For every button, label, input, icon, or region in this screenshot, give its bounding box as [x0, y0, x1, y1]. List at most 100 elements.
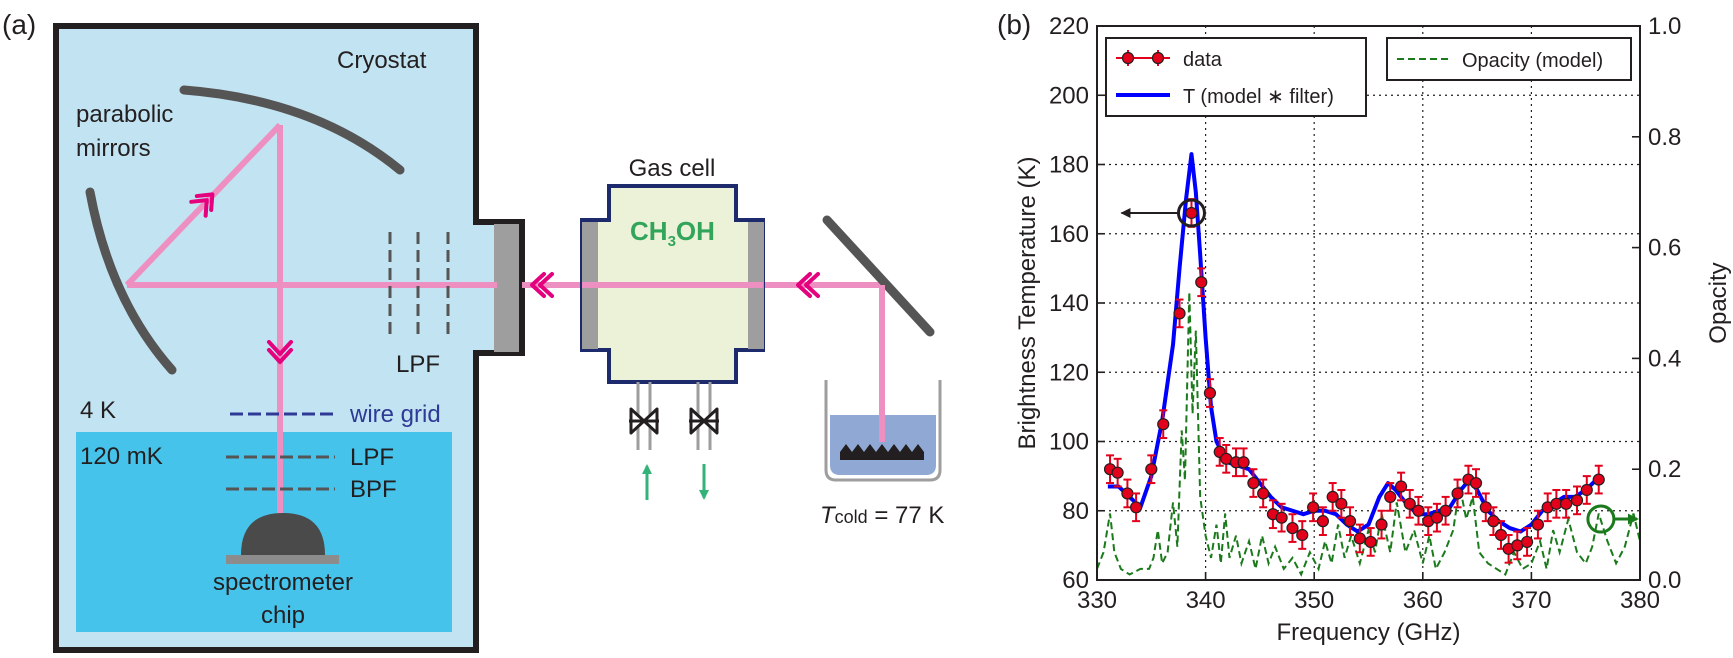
y2-tick-label: 1.0 — [1648, 13, 1681, 40]
data-marker — [1375, 518, 1388, 531]
data-point — [1286, 513, 1299, 543]
data-point — [1316, 506, 1329, 536]
legend-right-box — [1386, 37, 1632, 81]
beam-chevrons — [189, 192, 820, 364]
chevron-diagonal-icon — [189, 192, 215, 218]
data-point — [1195, 267, 1208, 298]
data-point — [1296, 520, 1309, 550]
data-point — [1531, 509, 1545, 540]
y-tick-label: 60 — [1062, 567, 1089, 594]
data-marker — [1307, 501, 1320, 514]
y2-axis-label: Opacity — [1705, 262, 1732, 343]
data-marker — [1121, 487, 1134, 500]
data-marker — [1195, 276, 1208, 289]
y-tick-label: 80 — [1062, 498, 1089, 525]
absorber-icon — [840, 444, 924, 460]
x-axis-label: Frequency (GHz) — [1276, 619, 1460, 646]
lpf-inner-label: LPF — [350, 444, 394, 471]
data-marker — [1469, 476, 1483, 490]
data-marker — [1247, 476, 1260, 490]
gas-label-main: CH — [630, 216, 668, 246]
legend-data-marker — [1121, 51, 1135, 65]
valve-left-icon — [629, 407, 659, 435]
bpf-label: BPF — [350, 476, 397, 503]
t-cold-symbol: T — [820, 502, 837, 529]
gas-label-rest: OH — [676, 216, 715, 246]
data-point — [1326, 482, 1339, 512]
x-tick-label: 350 — [1294, 587, 1334, 614]
data-point — [1343, 506, 1357, 536]
data-point — [1375, 509, 1388, 540]
x-tick-label: 360 — [1403, 587, 1443, 614]
data-point — [1247, 468, 1260, 498]
data-point — [1570, 485, 1584, 516]
parabolic-mirror-top — [179, 85, 405, 175]
y2-tick-label: 0.0 — [1648, 567, 1681, 594]
gas-cell: Gas cell CH3OH — [580, 155, 765, 500]
data-point — [1469, 468, 1483, 498]
data-marker — [1531, 518, 1545, 531]
x-tick-label: 370 — [1511, 587, 1551, 614]
data-marker — [1129, 501, 1143, 514]
data-point — [1439, 495, 1452, 526]
chevron-down-icon — [267, 340, 293, 364]
data-point — [1403, 488, 1416, 519]
data-marker — [1412, 504, 1425, 517]
data-point — [1266, 499, 1280, 530]
chip-substrate — [226, 555, 339, 564]
data-point — [1121, 478, 1134, 509]
y-tick-label: 100 — [1049, 429, 1089, 456]
data-marker — [1185, 206, 1198, 220]
data-marker — [1353, 532, 1366, 545]
data-marker — [1145, 463, 1158, 476]
chevron-left-window-icon — [530, 272, 554, 298]
chip-label-line1: spectrometer — [213, 569, 353, 596]
data-marker — [1394, 480, 1408, 493]
valve-right-icon — [689, 407, 719, 435]
data-marker — [1316, 515, 1329, 528]
data-point — [1520, 527, 1534, 557]
data-point — [1257, 478, 1270, 509]
data-marker — [1157, 418, 1170, 431]
data-marker — [1286, 521, 1299, 535]
data-point — [1560, 488, 1573, 519]
stage-4k-label: 4 K — [80, 397, 116, 424]
data-point — [1353, 523, 1366, 554]
data-point — [1462, 464, 1475, 495]
data-point — [1111, 457, 1124, 488]
y-tick-label: 220 — [1049, 13, 1089, 40]
legend-right: Opacity (model) — [1386, 37, 1632, 81]
legend-opacity-label: Opacity (model) — [1462, 50, 1603, 72]
data-point — [1592, 464, 1605, 495]
y-tick-label: 200 — [1049, 82, 1089, 109]
data-marker — [1335, 497, 1348, 510]
data-point — [1145, 454, 1158, 485]
legend-left-box — [1105, 37, 1367, 117]
y-axis-label: Brightness Temperature (K) — [1014, 156, 1041, 449]
data-point — [1237, 447, 1250, 478]
gas-label: CH3OH — [630, 216, 715, 250]
legend-data-marker — [1151, 51, 1165, 65]
data-marker — [1403, 497, 1416, 510]
t-cold-label: Tcold = 77 K — [820, 502, 944, 529]
data-marker — [1111, 466, 1124, 479]
chip-lens-icon — [241, 513, 325, 555]
t-cold-value: = 77 K — [868, 502, 945, 529]
data-marker — [1257, 487, 1270, 500]
y-tick-label: 180 — [1049, 152, 1089, 179]
gas-label-sub: 3 — [668, 233, 676, 250]
mirrors-label-line2: mirrors — [76, 135, 151, 162]
data-marker — [1237, 456, 1250, 469]
cryostat-wall — [53, 23, 525, 653]
annotation-circle-arrow — [1120, 198, 1206, 228]
data-marker — [1451, 487, 1464, 500]
x-tick-label: 340 — [1186, 587, 1226, 614]
data-point — [1173, 298, 1186, 329]
data-point — [1364, 527, 1377, 557]
wire-grid-label: wire grid — [349, 401, 441, 428]
chevron-left-source-icon — [796, 272, 820, 298]
data-marker — [1203, 386, 1217, 400]
